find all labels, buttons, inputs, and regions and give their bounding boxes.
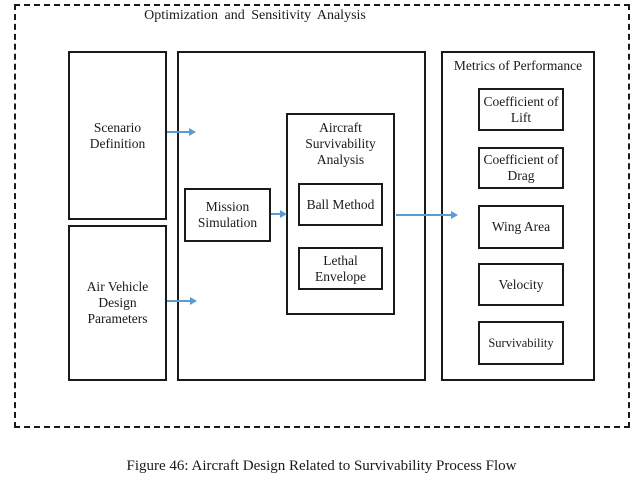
arrow-survivability-to-metrics-icon <box>396 211 458 219</box>
optimization-boundary-frame <box>14 4 630 428</box>
metric-coefficient-of-drag: Coefficient of Drag <box>478 147 564 189</box>
figure-caption: Figure 46: Aircraft Design Related to Su… <box>126 458 517 474</box>
metric-survivability: Survivability <box>478 321 564 365</box>
arrow-airvehicle-to-simulation-icon <box>167 297 197 305</box>
metric-coefficient-of-lift: Coefficient of Lift <box>478 88 564 131</box>
arrow-mission-to-survivability-icon <box>271 210 287 218</box>
diagram-title: Optimization and Sensitivity Analysis <box>144 8 366 23</box>
node-air-vehicle-design-parameters: Air Vehicle Design Parameters <box>68 225 167 381</box>
node-mission-simulation: Mission Simulation <box>184 188 271 242</box>
node-scenario-definition: Scenario Definition <box>68 51 167 220</box>
arrow-scenario-to-simulation-icon <box>167 128 196 136</box>
node-ball-method: Ball Method <box>298 183 383 226</box>
metric-wing-area: Wing Area <box>478 205 564 249</box>
metric-velocity: Velocity <box>478 263 564 306</box>
node-lethal-envelope: Lethal Envelope <box>298 247 383 290</box>
